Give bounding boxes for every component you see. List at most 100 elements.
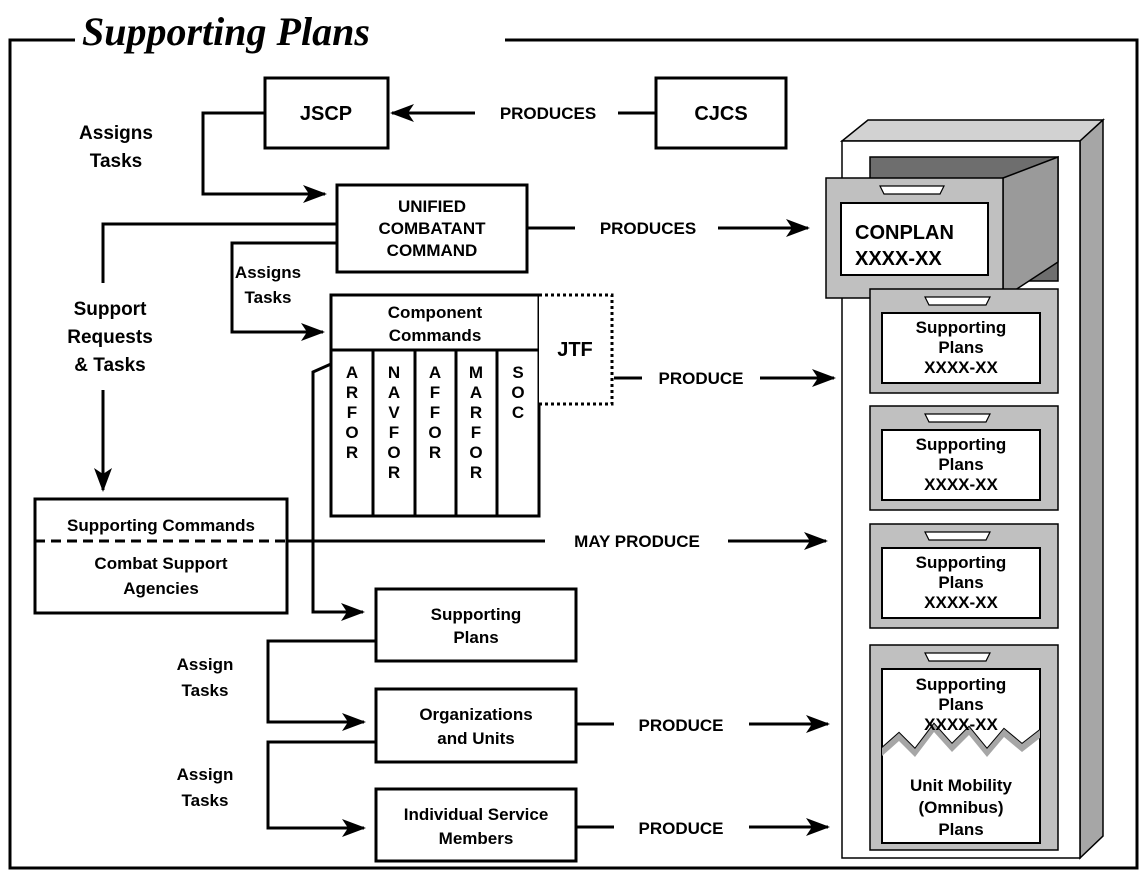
component-letter: R [346,443,358,462]
drawer-4-top-line2: Plans [938,695,983,714]
file-cabinet: CONPLAN XXXX-XX Supporting Plans XXXX-XX… [825,118,1105,860]
support-requests-line2: Requests [67,327,153,348]
drawer-4-card [881,668,1041,844]
unified-line3: COMMAND [387,241,478,260]
drawer-2-line2: Plans [938,455,983,474]
component-letter: O [387,443,400,462]
component-letter: R [470,403,482,422]
component-letter: F [389,423,399,442]
component-letter: R [470,463,482,482]
drawer-3-line2: Plans [938,573,983,592]
supporting-commands-box [33,497,289,615]
combat-support-line1: Combat Support [94,554,227,573]
page-title: Supporting Plans [82,9,370,54]
produces-cjcs-label: PRODUCES [500,104,596,123]
produce-jtf-label: PRODUCE [658,369,743,388]
jscp-label: JSCP [300,103,352,125]
drawer-1-line1: Supporting [916,318,1007,337]
outer-frame [8,38,1139,870]
jtf-label: JTF [557,339,593,361]
produce-orgs-label: PRODUCE [638,716,723,735]
supporting-plans-line1: Supporting [431,605,522,624]
component-letter: N [388,363,400,382]
drawer-4-bottom-line2: (Omnibus) [919,798,1004,817]
component-letter: C [512,403,524,422]
drawer-2-card [881,429,1041,501]
component-to-supporting-plans-arrow [311,362,365,621]
drawer-4-torn-shadow [882,724,1040,757]
component-line1: Component [388,303,483,322]
component-letter: A [388,383,400,402]
component-letter: R [346,383,358,402]
drawer-3-card [881,547,1041,619]
support-requests-line3: & Tasks [74,355,145,376]
supporting-commands-label: Supporting Commands [67,516,255,535]
produces-unified-label: PRODUCES [600,219,696,238]
cjcs-label: CJCS [694,103,747,125]
component-letter: S [512,363,523,382]
component-letter: A [470,383,482,402]
component-letter: M [469,363,483,382]
drawer-2-line1: Supporting [916,435,1007,454]
assign-tasks-2-line1: Assign [177,765,234,784]
jscp-to-unified-arrow [201,111,327,203]
component-letter: A [429,363,441,382]
component-letter: O [345,423,358,442]
component-letter: A [346,363,358,382]
support-requests-line1: Support [74,299,147,320]
component-line2: Commands [389,326,482,345]
component-letter: R [429,443,441,462]
assigns-tasks-1-line2: Tasks [90,151,142,172]
combat-support-line2: Agencies [123,579,199,598]
component-letter: F [347,403,357,422]
supporting-plans-line2: Plans [453,628,498,647]
unified-command-box [335,183,529,274]
assign-tasks-2-line2: Tasks [182,791,229,810]
component-letter: F [430,403,440,422]
drawer-3-line1: Supporting [916,553,1007,572]
cabinet-top [839,119,1105,142]
assign-tasks-1-line1: Assign [177,655,234,674]
component-letter: R [388,463,400,482]
supporting-plans-box [374,587,578,663]
open-drawer-handle [879,185,945,195]
component-letter: O [469,443,482,462]
conplan-line1: CONPLAN [855,222,954,244]
individual-box [374,787,578,863]
drawer-4-top-line1: Supporting [916,675,1007,694]
individual-line1: Individual Service [404,805,549,824]
orgs-units-line1: Organizations [419,705,532,724]
cabinet-side [1079,118,1104,860]
orgs-to-individual-arrow [266,740,376,837]
component-letter: F [430,383,440,402]
drawer-3-line3: XXXX-XX [924,593,998,612]
drawer-4-bottom-line3: Plans [938,820,983,839]
assign-tasks-1-line2: Tasks [182,681,229,700]
drawer-2-handle [924,413,991,423]
jtf-box [539,293,614,406]
unified-to-component-arrow [230,241,337,341]
assigns-tasks-1-line1: Assigns [79,123,153,144]
component-letter: V [388,403,400,422]
drawer-1-line3: XXXX-XX [924,358,998,377]
component-letter: O [428,423,441,442]
assigns-tasks-2-line2: Tasks [245,288,292,307]
drawer-1-handle [924,296,991,306]
unified-line2: COMBATANT [378,219,486,238]
orgs-units-box [374,687,578,764]
drawer-4-bottom-line1: Unit Mobility [910,776,1013,795]
may-produce-label: MAY PRODUCE [574,532,700,551]
jscp-box [263,76,390,150]
produce-individual-label: PRODUCE [638,819,723,838]
drawer-4-handle [924,652,991,662]
plans-to-orgs-arrow [266,639,376,731]
drawer-1-card [881,312,1041,384]
assigns-tasks-2-line1: Assigns [235,263,301,282]
unified-line1: UNIFIED [398,197,466,216]
orgs-units-line2: and Units [437,729,514,748]
component-letter: F [471,423,481,442]
conplan-line2: XXXX-XX [855,248,942,270]
drawer-2-line3: XXXX-XX [924,475,998,494]
